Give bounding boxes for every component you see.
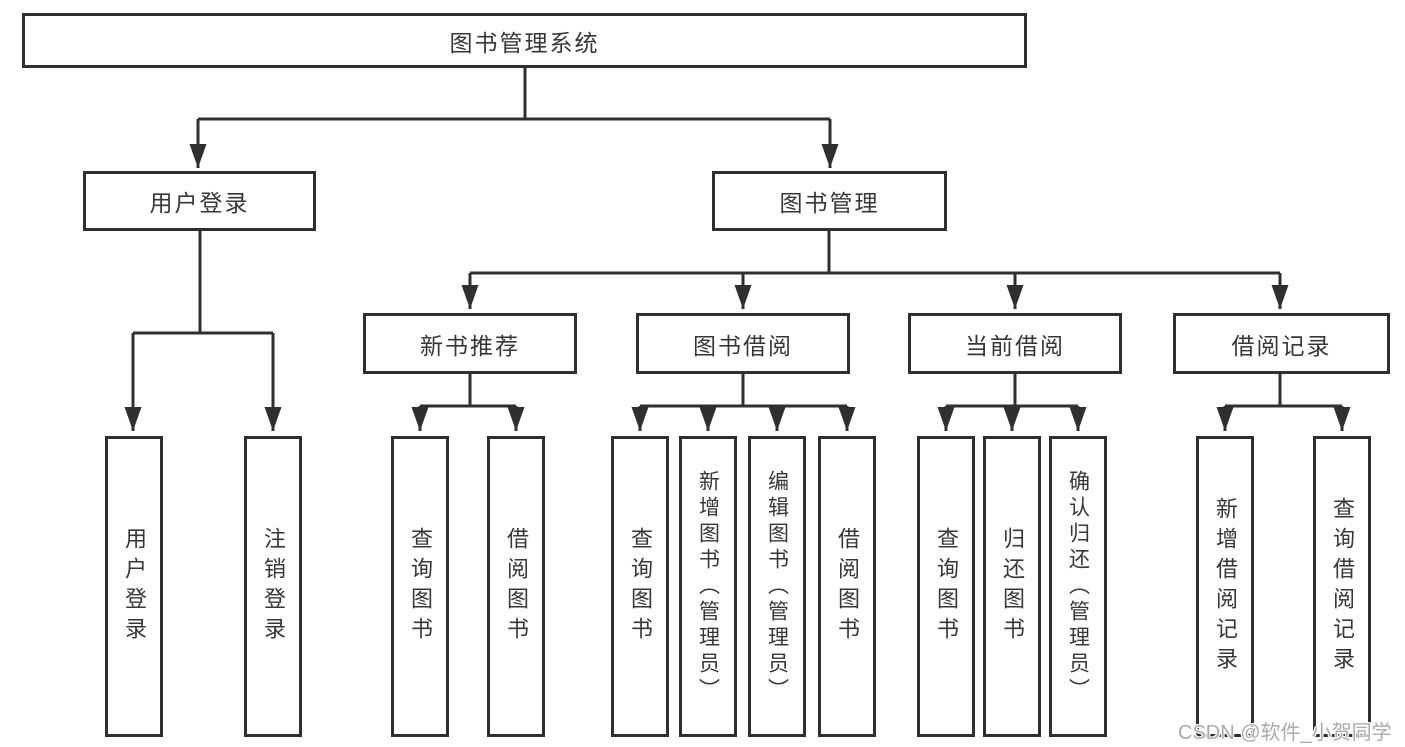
- leaf-borrow-books: 借阅图书: [818, 436, 876, 737]
- leaf-return-book: 归还图书: [983, 436, 1041, 737]
- leaf-label: 注销登录: [261, 526, 286, 647]
- leaf-logout: 注销登录: [244, 436, 302, 737]
- node-current-borrow: 当前借阅: [908, 313, 1122, 374]
- leaf-label: 借阅图书: [504, 526, 529, 647]
- leaf-label: 新增借阅记录: [1213, 496, 1238, 677]
- node-library-management-system: 图书管理系统: [22, 13, 1027, 68]
- watermark: CSDN @软件_小贺同学: [1178, 722, 1392, 744]
- leaf-label: 查询图书: [934, 526, 959, 647]
- leaf-add-book-admin: 新增图书（管理员）: [679, 436, 737, 737]
- node-book-borrow: 图书借阅: [636, 313, 850, 374]
- leaf-label: 查询图书: [628, 526, 653, 647]
- leaf-label: 确认归还（管理员）: [1066, 469, 1090, 704]
- leaf-label: 归还图书: [1000, 526, 1025, 647]
- leaf-add-borrow-record: 新增借阅记录: [1196, 436, 1254, 737]
- leaf-user-login: 用户登录: [105, 436, 163, 737]
- leaf-label: 新增图书（管理员）: [696, 469, 720, 704]
- leaf-query-books-recommend: 查询图书: [391, 436, 449, 737]
- leaf-query-borrow-record: 查询借阅记录: [1313, 436, 1371, 737]
- leaf-label: 编辑图书（管理员）: [765, 469, 789, 704]
- leaf-query-books-borrow: 查询图书: [611, 436, 669, 737]
- node-user-login: 用户登录: [83, 171, 316, 231]
- leaf-confirm-return-admin: 确认归还（管理员）: [1049, 436, 1107, 737]
- leaf-label: 查询借阅记录: [1330, 496, 1355, 677]
- node-new-book-recommend: 新书推荐: [363, 313, 577, 374]
- leaf-edit-book-admin: 编辑图书（管理员）: [748, 436, 806, 737]
- leaf-label: 查询图书: [408, 526, 433, 647]
- leaf-query-books-current: 查询图书: [917, 436, 975, 737]
- leaf-label: 借阅图书: [835, 526, 860, 647]
- node-book-management: 图书管理: [712, 171, 947, 231]
- node-borrow-records: 借阅记录: [1173, 313, 1390, 374]
- leaf-label: 用户登录: [122, 526, 147, 647]
- leaf-borrow-books-recommend: 借阅图书: [487, 436, 545, 737]
